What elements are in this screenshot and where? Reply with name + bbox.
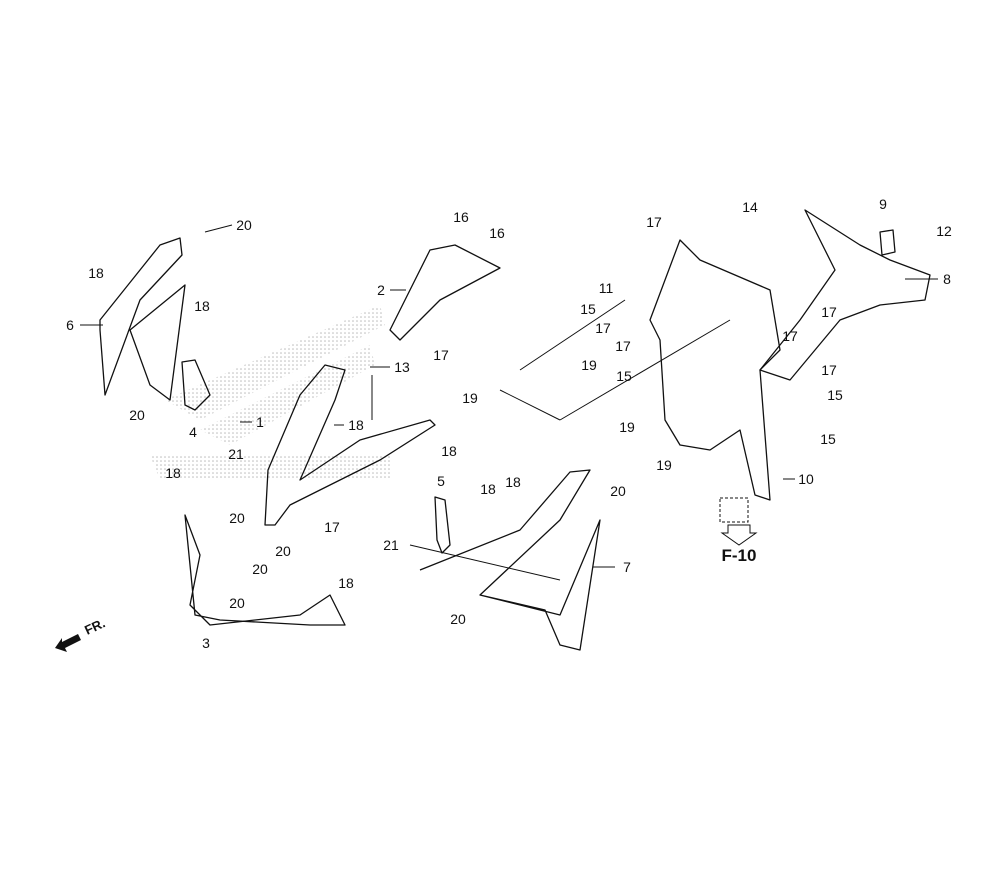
- callout-label[interactable]: 20: [229, 595, 245, 611]
- callout-label[interactable]: 18: [480, 481, 496, 497]
- callout-label[interactable]: 17: [782, 328, 798, 344]
- callout-label[interactable]: 18: [194, 298, 210, 314]
- callout-label[interactable]: 2: [377, 282, 385, 298]
- callout-label[interactable]: 18: [88, 265, 104, 281]
- honda-wing-watermark: [150, 305, 390, 480]
- callout-label[interactable]: 19: [462, 390, 478, 406]
- callout-label[interactable]: 17: [821, 362, 837, 378]
- callout-label[interactable]: 19: [581, 357, 597, 373]
- callout-label[interactable]: 4: [189, 424, 197, 440]
- callout-label[interactable]: 14: [742, 199, 758, 215]
- part-2-cover: [389, 244, 501, 341]
- callout-label[interactable]: 6: [66, 317, 74, 333]
- callout-label[interactable]: 17: [595, 320, 611, 336]
- callout-label[interactable]: 3: [202, 635, 210, 651]
- callout-label[interactable]: 10: [798, 471, 814, 487]
- f10-reference-box: [719, 497, 758, 546]
- part-7-side-panel: [419, 469, 601, 651]
- callout-label[interactable]: 20: [129, 407, 145, 423]
- callout-label[interactable]: 18: [348, 417, 364, 433]
- callout-label[interactable]: 15: [580, 301, 596, 317]
- callout-label[interactable]: 21: [228, 446, 244, 462]
- callout-label[interactable]: 20: [236, 217, 252, 233]
- callout-label[interactable]: 1: [256, 414, 264, 430]
- part-1-front-cowl: [264, 364, 436, 526]
- callout-label[interactable]: 17: [433, 347, 449, 363]
- part-6-side-cowl: [99, 237, 183, 396]
- callout-label[interactable]: 20: [229, 510, 245, 526]
- callout-label[interactable]: 19: [656, 457, 672, 473]
- callout-label[interactable]: 15: [827, 387, 843, 403]
- callout-label[interactable]: 18: [505, 474, 521, 490]
- callout-label[interactable]: 5: [437, 473, 445, 489]
- callout-label[interactable]: 20: [252, 561, 268, 577]
- part-8-bracket: [759, 209, 931, 381]
- callout-label[interactable]: 18: [338, 575, 354, 591]
- part-5-duct: [434, 496, 451, 554]
- callout-label[interactable]: 18: [441, 443, 457, 459]
- callout-label[interactable]: 21: [383, 537, 399, 553]
- callout-label[interactable]: 17: [615, 338, 631, 354]
- callout-label[interactable]: 20: [450, 611, 466, 627]
- callout-label[interactable]: 11: [598, 280, 614, 296]
- front-arrow-icon: [55, 634, 81, 652]
- callout-label[interactable]: 16: [453, 209, 469, 225]
- callout-label[interactable]: 20: [275, 543, 291, 559]
- callout-label[interactable]: 13: [394, 359, 410, 375]
- callout-label[interactable]: 15: [820, 431, 836, 447]
- callout-label[interactable]: 17: [821, 304, 837, 320]
- callout-label[interactable]: 17: [324, 519, 340, 535]
- callout-label[interactable]: 19: [619, 419, 635, 435]
- callout-label[interactable]: 9: [879, 196, 887, 212]
- callout-label[interactable]: 8: [943, 271, 951, 287]
- callout-label[interactable]: 20: [610, 483, 626, 499]
- callout-label[interactable]: 7: [623, 559, 631, 575]
- callout-label[interactable]: 18: [165, 465, 181, 481]
- callout-label[interactable]: 12: [936, 223, 952, 239]
- part-4-bracket: [181, 359, 211, 411]
- part-3-lower-cowl: [184, 514, 346, 626]
- part-10-inner-panel: [649, 239, 781, 501]
- callout-label[interactable]: 16: [489, 225, 505, 241]
- callout-label[interactable]: 15: [616, 368, 632, 384]
- callout-label[interactable]: 17: [646, 214, 662, 230]
- reference-f10-link[interactable]: F-10: [721, 546, 757, 565]
